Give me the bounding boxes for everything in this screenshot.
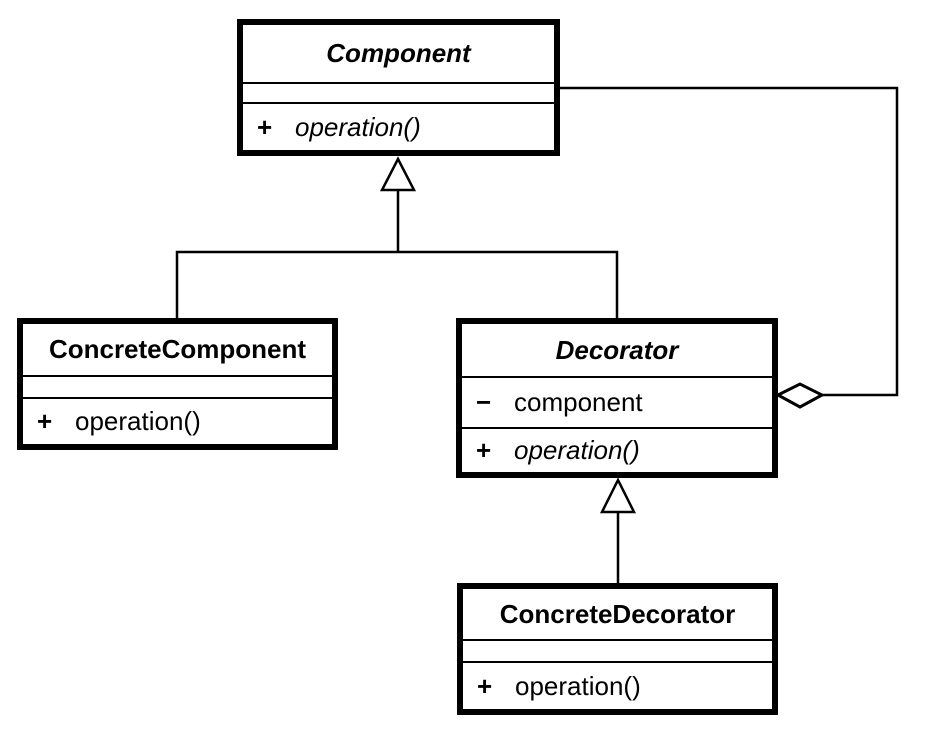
operation-name: operation() (515, 670, 641, 701)
generalization-branch (175, 250, 619, 318)
class-name: Component (326, 38, 471, 68)
attributes-compartment: − component (462, 376, 772, 427)
aggregation-line (558, 86, 899, 397)
operation-row: + operation() (243, 104, 554, 150)
operation-name: operation() (295, 111, 421, 142)
operation-row: + operation() (462, 429, 772, 472)
attributes-compartment (463, 639, 772, 661)
aggregation-diamond-icon (774, 382, 826, 409)
generalization-to-decorator (599, 477, 637, 584)
class-decorator: Decorator − component + operation() (456, 318, 778, 478)
operations-compartment: + operation() (462, 427, 772, 472)
attributes-compartment (243, 82, 554, 102)
class-concrete-component: ConcreteComponent + operation() (17, 318, 338, 450)
visibility-sign: + (37, 406, 53, 436)
visibility-sign: − (476, 387, 492, 417)
inheritance-triangle-icon (379, 156, 417, 192)
visibility-sign: + (476, 435, 492, 465)
class-name: ConcreteDecorator (499, 598, 736, 629)
inheritance-triangle-icon (599, 477, 637, 514)
operation-row: + operation() (23, 399, 332, 444)
visibility-sign: + (477, 670, 493, 701)
class-component: Component + operation() (237, 19, 560, 156)
attributes-compartment (23, 375, 332, 397)
operations-compartment: + operation() (23, 397, 332, 444)
operation-row: + operation() (463, 663, 772, 709)
operation-name: operation() (75, 406, 201, 436)
class-name: ConcreteComponent (48, 334, 307, 364)
operations-compartment: + operation() (463, 661, 772, 709)
generalization-to-component (175, 156, 619, 318)
visibility-sign: + (257, 111, 273, 142)
operation-name: operation() (514, 435, 640, 465)
class-name: Decorator (555, 334, 679, 365)
operations-compartment: + operation() (243, 102, 554, 150)
attribute-row: − component (462, 378, 643, 427)
aggregation-decorator-component (558, 86, 899, 409)
class-concrete-decorator: ConcreteDecorator + operation() (457, 583, 778, 715)
attribute-name: component (514, 387, 643, 417)
